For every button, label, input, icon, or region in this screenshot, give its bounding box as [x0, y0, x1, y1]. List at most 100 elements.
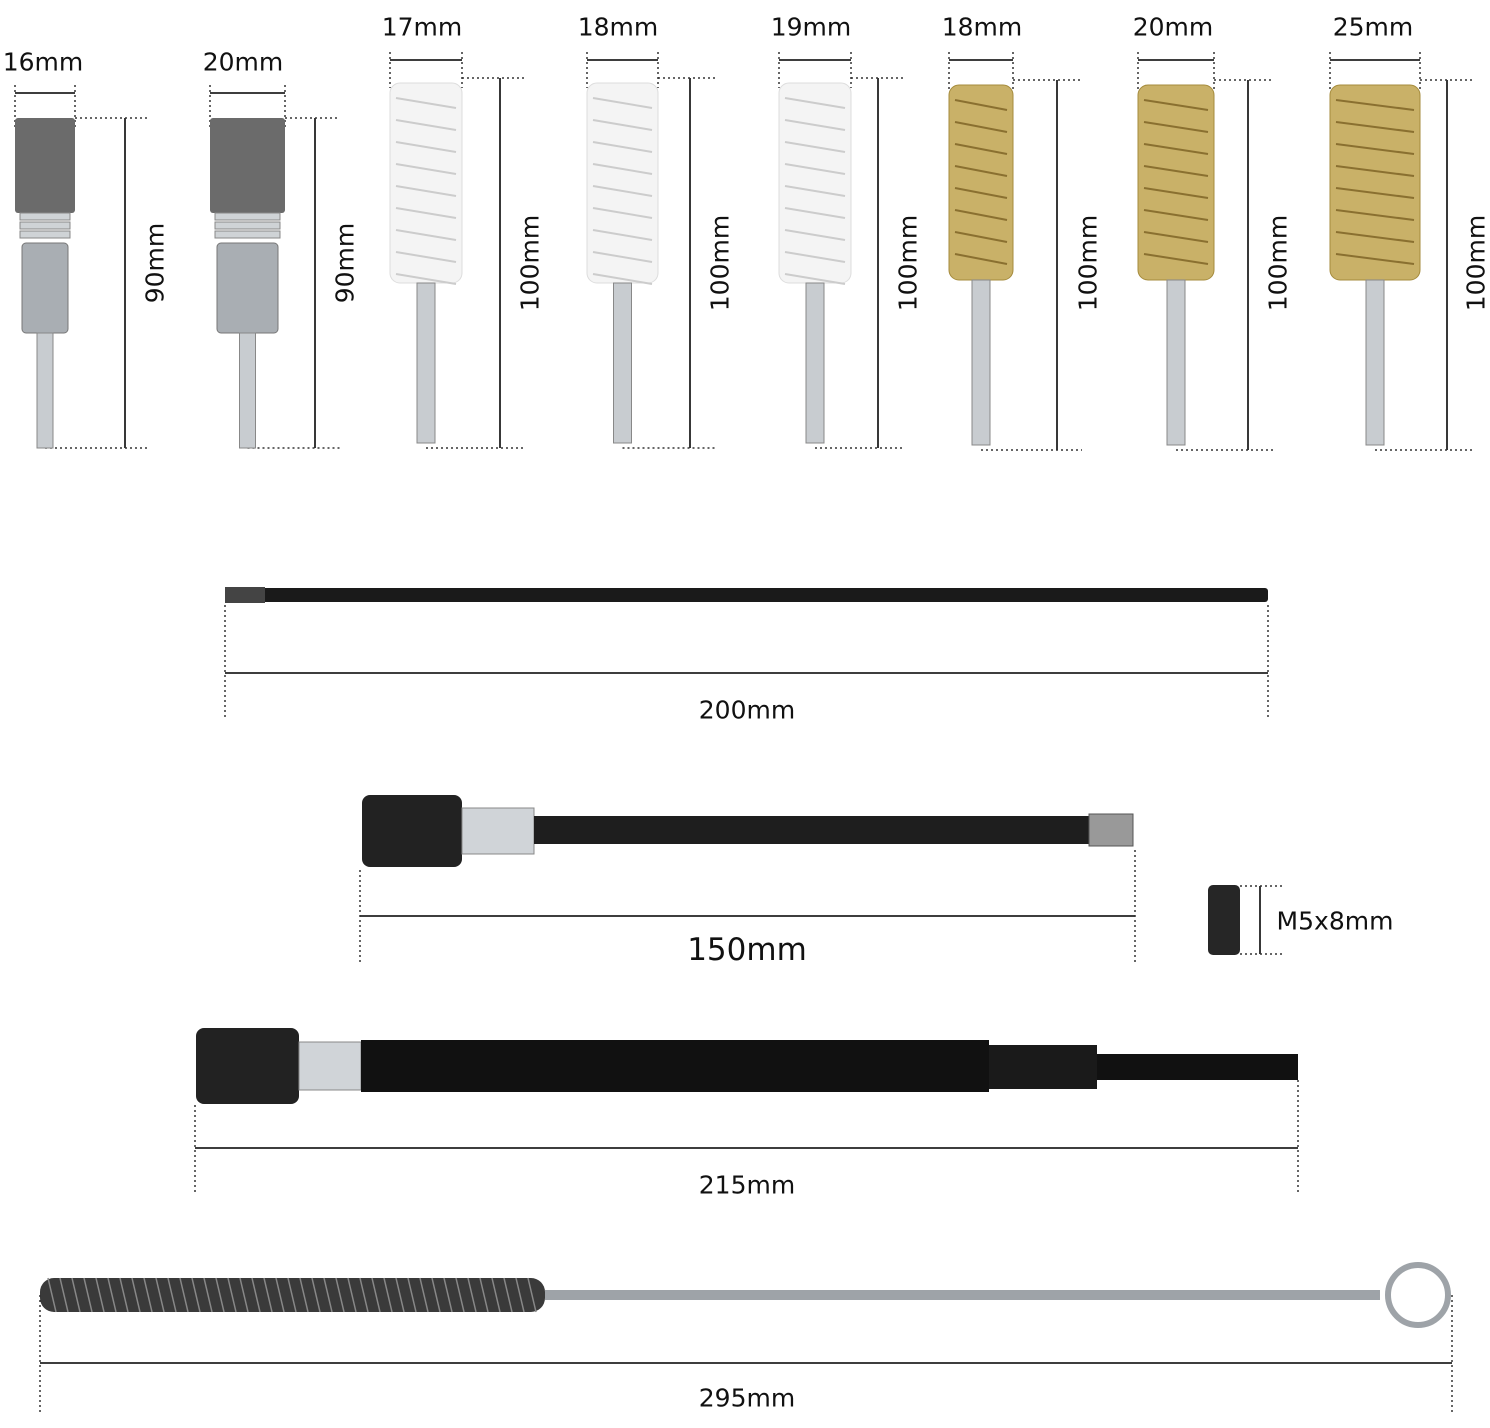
twisted-wire	[1335, 187, 1415, 199]
twisted-wire	[1143, 143, 1209, 155]
bristle-twist	[347, 1277, 357, 1313]
brush-spring	[214, 221, 281, 230]
brush-1-diameter: 16mm	[2, 47, 84, 77]
twisted-wire	[784, 229, 846, 241]
brush-8-diameter: 25mm	[1332, 12, 1414, 42]
twisted-wire	[784, 119, 846, 131]
hex-shank	[613, 282, 632, 444]
brush-bristles	[948, 84, 1014, 281]
brush-spring	[19, 221, 71, 230]
twisted-wire	[395, 185, 457, 197]
extension-shaft	[534, 816, 1089, 844]
shaft-end	[989, 1045, 1097, 1089]
twisted-wire	[1335, 143, 1415, 155]
bristle-twist	[287, 1277, 297, 1313]
rod-215-length: 215mm	[698, 1170, 796, 1200]
twisted-wire	[784, 163, 846, 175]
rod-150-length: 150mm	[687, 932, 807, 968]
bristle-twist	[143, 1277, 153, 1313]
brush-ferrule	[21, 242, 69, 334]
twisted-wire	[395, 163, 457, 175]
twisted-wire	[954, 253, 1008, 265]
brush-3-diameter: 17mm	[381, 12, 463, 42]
flexible-shaft	[361, 1040, 989, 1092]
bristle-twist	[155, 1277, 165, 1313]
twisted-wire	[592, 119, 653, 131]
twisted-wire	[395, 119, 457, 131]
twisted-wire	[395, 251, 457, 263]
twisted-wire	[1143, 99, 1209, 111]
bristle-twist	[299, 1277, 309, 1313]
bristle-twist	[239, 1277, 249, 1313]
hex-shank	[239, 332, 256, 449]
brush-2-length: 90mm	[330, 222, 360, 304]
bristle-twist	[431, 1277, 441, 1313]
twisted-wire	[1143, 253, 1209, 265]
rod-thread	[225, 587, 265, 603]
twisted-wire	[784, 185, 846, 197]
bristle-twist	[191, 1277, 201, 1313]
twisted-wire	[592, 273, 653, 285]
bristle-twist	[167, 1277, 177, 1313]
brush-7-length: 100mm	[1263, 214, 1293, 312]
brush-spring	[214, 212, 281, 221]
bristle-twist	[119, 1277, 129, 1313]
twisted-wire	[395, 229, 457, 241]
threaded-rod	[225, 588, 1268, 602]
twisted-wire	[784, 207, 846, 219]
twisted-wire	[954, 231, 1008, 243]
brush-bristles	[1137, 84, 1215, 281]
twisted-wire	[1335, 165, 1415, 177]
twisted-wire	[1335, 231, 1415, 243]
twisted-wire	[592, 185, 653, 197]
brush-spring	[19, 212, 71, 221]
brush-7-diameter: 20mm	[1132, 12, 1214, 42]
twisted-wire	[784, 251, 846, 263]
twisted-wire	[954, 121, 1008, 133]
bristle-twist	[311, 1277, 321, 1313]
bristle-twist	[203, 1277, 213, 1313]
nut-size: M5x8mm	[1276, 906, 1394, 936]
rod-200-length: 200mm	[698, 695, 796, 725]
bristle-twist	[491, 1277, 501, 1313]
twisted-wire	[1335, 253, 1415, 265]
twisted-wire	[1143, 231, 1209, 243]
twisted-wire	[954, 99, 1008, 111]
hex-shank	[36, 332, 54, 449]
brush-4-length: 100mm	[705, 214, 735, 312]
bristle-twist	[275, 1277, 285, 1313]
bristle-twist	[383, 1277, 393, 1313]
bristle-twist	[59, 1277, 69, 1313]
bristle-twist	[515, 1277, 525, 1313]
twisted-wire	[592, 229, 653, 241]
bristle-twist	[335, 1277, 345, 1313]
bristle-twist	[395, 1277, 405, 1313]
wire-handle	[545, 1290, 1380, 1300]
bristle-twist	[359, 1277, 369, 1313]
hanging-loop	[1385, 1262, 1451, 1328]
nut	[1208, 885, 1240, 955]
bristle-twist	[455, 1277, 465, 1313]
twisted-wire	[592, 97, 653, 109]
brush-8-length: 100mm	[1461, 214, 1490, 312]
bristle-twist	[479, 1277, 489, 1313]
brush-2-diameter: 20mm	[202, 47, 284, 77]
twisted-wire	[395, 207, 457, 219]
brush-6-length: 100mm	[1073, 214, 1103, 312]
brush-5-length: 100mm	[893, 214, 923, 312]
brush-bristles	[1329, 84, 1421, 281]
bristle-twist	[503, 1277, 513, 1313]
twisted-wire	[1143, 121, 1209, 133]
hex-shank	[1365, 279, 1385, 446]
brush-bristles	[210, 118, 285, 213]
twisted-wire	[784, 273, 846, 285]
bristle-twist	[179, 1277, 189, 1313]
brush-5-diameter: 19mm	[770, 12, 852, 42]
twisted-wire	[954, 187, 1008, 199]
brush-spring	[214, 230, 281, 239]
bristle-twist	[323, 1277, 333, 1313]
bristle-twist	[227, 1277, 237, 1313]
twisted-wire	[1143, 187, 1209, 199]
twisted-wire	[395, 273, 457, 285]
twisted-wire	[592, 207, 653, 219]
